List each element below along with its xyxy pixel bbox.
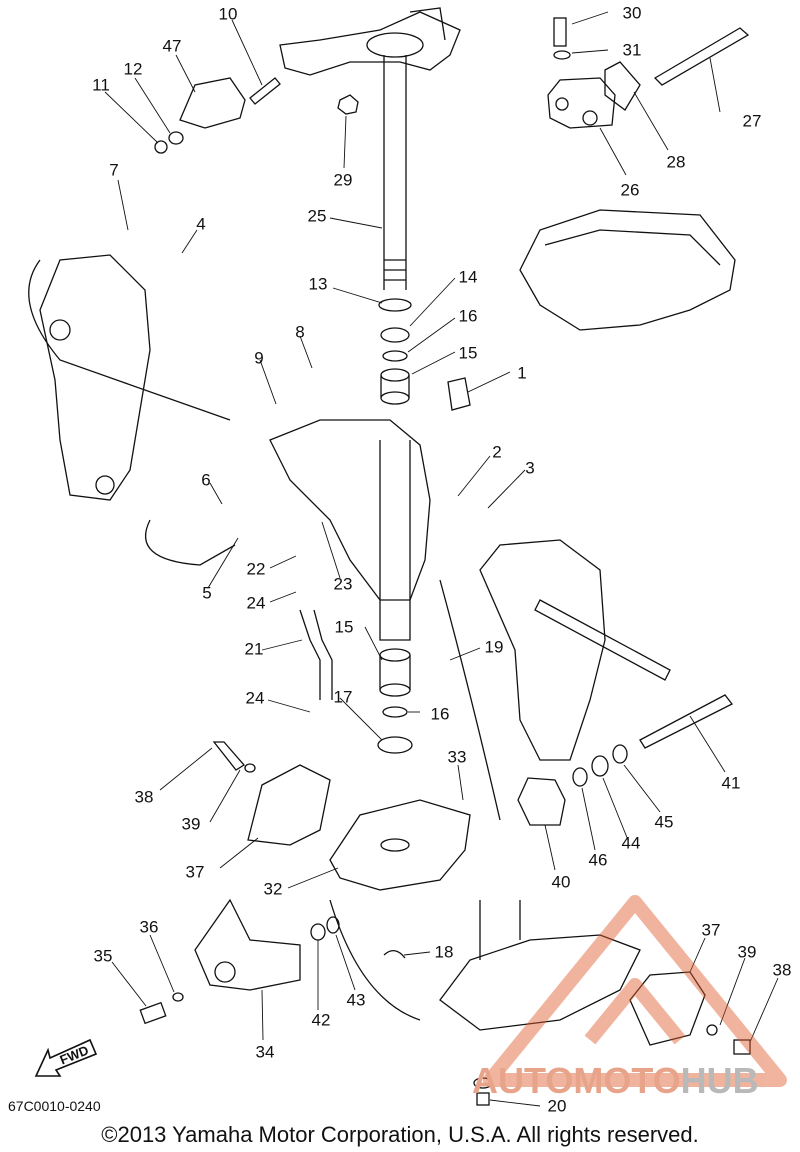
part-label: 16 <box>458 306 478 326</box>
part-label: 20 <box>547 1096 567 1116</box>
part-label: 43 <box>346 990 366 1010</box>
part-label: 7 <box>109 160 119 180</box>
part-label: 31 <box>622 40 642 60</box>
part-label: 45 <box>654 812 674 832</box>
part-label: 11 <box>92 75 110 95</box>
copyright-notice: ©2013 Yamaha Motor Corporation, U.S.A. A… <box>101 1122 699 1147</box>
part-label: 27 <box>742 111 762 131</box>
part-label: 4 <box>196 214 206 234</box>
part-label: 44 <box>621 833 641 853</box>
part-label: 33 <box>447 747 467 767</box>
part-label: 10 <box>218 4 238 24</box>
part-label: 6 <box>201 470 211 490</box>
watermark-part1: AUTOMOTO <box>472 1060 681 1101</box>
part-label: 37 <box>701 920 721 940</box>
part-label: 34 <box>255 1042 275 1062</box>
part-label: 16 <box>430 704 450 724</box>
part-label: 24 <box>246 593 266 613</box>
part-label: 13 <box>308 274 328 294</box>
fwd-label: FWD <box>58 1042 91 1067</box>
part-label: 18 <box>434 942 454 962</box>
part-label: 36 <box>139 917 159 937</box>
part-label: 42 <box>311 1010 331 1030</box>
part-label: 19 <box>484 637 504 657</box>
part-label: 15 <box>458 343 478 363</box>
part-label: 9 <box>254 348 264 368</box>
part-label: 46 <box>588 850 608 870</box>
part-label: 3 <box>525 458 535 478</box>
part-label: 23 <box>333 574 353 594</box>
diagram-code: 67C0010-0240 <box>8 1098 101 1114</box>
part-label: 39 <box>181 814 201 834</box>
part-label: 47 <box>162 36 182 56</box>
part-label: 25 <box>307 206 327 226</box>
part-label: 32 <box>263 879 283 899</box>
part-label: 2 <box>492 442 502 462</box>
part-label: 15 <box>334 617 354 637</box>
watermark-text: AUTOMOTOHUB <box>472 1060 759 1102</box>
part-label: 17 <box>333 687 353 707</box>
part-label: 21 <box>244 639 264 659</box>
part-label: 14 <box>458 267 478 287</box>
part-label: 38 <box>772 960 792 980</box>
part-label: 29 <box>333 170 353 190</box>
part-label: 37 <box>185 862 205 882</box>
part-label: 22 <box>246 559 266 579</box>
part-label: 39 <box>737 942 757 962</box>
part-label: 28 <box>666 152 686 172</box>
part-label: 24 <box>245 688 265 708</box>
watermark-part2: HUB <box>680 1060 759 1101</box>
part-label: 40 <box>551 872 571 892</box>
part-label: 30 <box>622 3 642 23</box>
part-label: 5 <box>202 583 212 603</box>
part-label: 41 <box>721 773 741 793</box>
part-label: 26 <box>620 180 640 200</box>
part-label: 8 <box>295 322 305 342</box>
forward-arrow-icon: FWD <box>34 1038 98 1077</box>
part-label: 35 <box>93 946 113 966</box>
watermark-logo-icon <box>483 895 787 1087</box>
part-label: 38 <box>134 787 154 807</box>
part-label: 1 <box>517 363 527 383</box>
part-label: 12 <box>123 59 143 79</box>
